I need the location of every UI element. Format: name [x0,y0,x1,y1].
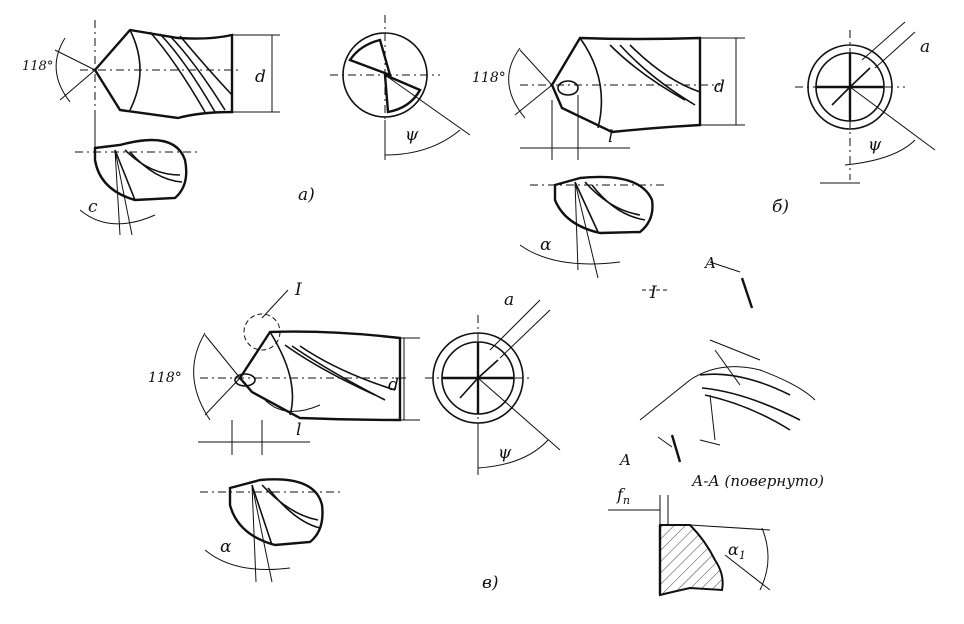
drill-b-side-view [508,36,745,160]
length-label-v: l [296,420,301,440]
psi-label-b: ψ [868,135,882,155]
section-title: А-А (повернуто) [691,472,824,490]
rake-label-b: α [540,235,552,255]
drill-a-side-view [54,20,280,140]
drill-v-side-view [193,289,420,455]
diameter-label-a: d [255,67,266,87]
caption-v: в) [482,573,499,593]
detail-marker-v: I [294,280,302,300]
figure-b: 118° d l a ψ б) α [472,21,936,279]
width-label-b: a [920,37,930,57]
diameter-label-v: d [388,375,399,395]
detail-marker: I [649,283,657,303]
drill-b-end-view [795,21,936,184]
width-label-v: a [504,290,514,310]
drill-b-section [519,175,665,279]
drill-a-section [75,110,200,236]
section-letter-bottom: A [618,451,631,469]
angle-label-b: 118° [472,70,506,86]
figure-v: 118° d l I a ψ α в) [148,280,561,593]
section-angle-label: α1 [728,540,746,562]
section-letter-top: A [703,254,716,272]
land-label-sub: п [623,494,630,507]
land-label-main: f [616,485,626,504]
rake-label-a: с [88,197,98,217]
psi-label-v: ψ [498,443,512,463]
caption-a: а) [298,185,315,205]
drill-v-end-view [425,299,561,475]
figure-a: 118° d ψ а) с [22,15,471,236]
drill-a-end-view [330,15,471,160]
section-a-a [608,495,771,597]
angle-label-a: 118° [22,59,53,74]
diameter-label-b: d [714,77,725,97]
length-label-b: l [608,127,613,147]
section-angle-main: α [728,540,739,559]
land-label: fп [616,485,630,507]
psi-label-a: ψ [405,125,419,145]
angle-label-v: 118° [148,370,182,386]
caption-b: б) [772,197,789,217]
section-angle-sub: 1 [739,549,746,562]
drill-v-section [200,478,340,583]
rake-label-v: α [220,537,232,557]
detail-view [639,261,816,463]
